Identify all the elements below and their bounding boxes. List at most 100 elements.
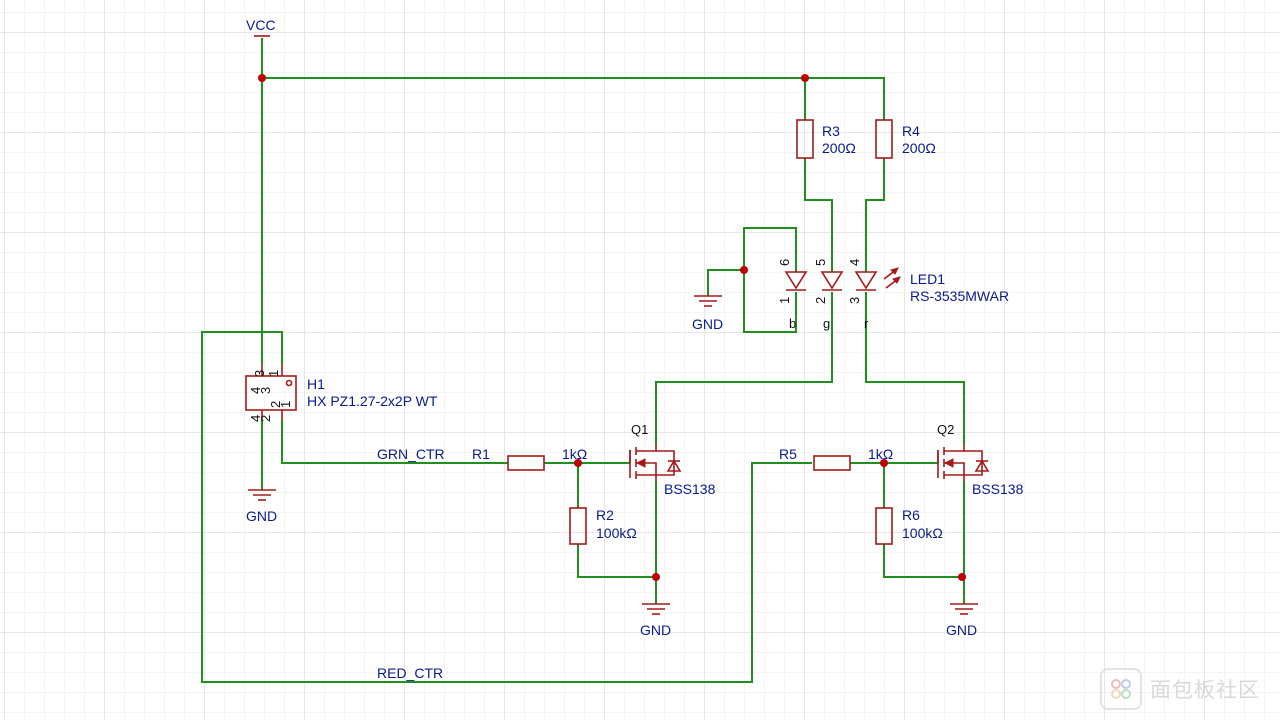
wire-vcc-top	[262, 77, 885, 120]
junction-vcc	[258, 74, 266, 82]
resistor-r4[interactable]: R4 200Ω	[875, 119, 936, 159]
gnd-label-led: GND	[692, 316, 723, 332]
wire-r2-bottom	[577, 544, 656, 578]
body-connection	[636, 462, 657, 475]
gnd-label-q2: GND	[946, 622, 977, 638]
resistor-body	[796, 119, 814, 159]
junction-led-gnd	[740, 266, 748, 274]
resistor-r3[interactable]: R3 200Ω	[796, 119, 856, 159]
junctions	[258, 74, 966, 581]
h1-pin-body-3: 3	[258, 387, 273, 394]
wire-led-blue-anode	[743, 227, 797, 333]
gnd-symbol-h1[interactable]: GND	[246, 489, 277, 524]
led-color-g: g	[823, 316, 830, 331]
resistor-r2[interactable]: R2 100kΩ	[569, 507, 637, 545]
resistor-r4-ref: R4	[902, 123, 920, 139]
h1-pin-body-1: 1	[278, 401, 293, 408]
wire-red-ctr-upper	[201, 331, 812, 683]
led-rgb-led1[interactable]: 6 5 4 1 2 3 b g r LED1 RS-3535MWAR	[777, 259, 1009, 331]
resistor-r2-value: 100kΩ	[596, 525, 637, 541]
wire-grn-ctr	[281, 420, 508, 464]
junction-q1-gate	[574, 459, 582, 467]
wire-led-g-to-q1	[655, 292, 833, 445]
mosfet-q2-ref: Q2	[937, 422, 954, 437]
gnd-symbol-led[interactable]: GND	[692, 295, 723, 332]
resistor-r5-value: 1kΩ	[868, 446, 893, 462]
watermark: 面包板社区	[1100, 667, 1270, 711]
mosfet-q2-part: BSS138	[972, 481, 1024, 497]
mosfet-q1[interactable]: Q1 BSS138	[629, 422, 716, 497]
resistor-r3-value: 200Ω	[822, 140, 856, 156]
led-pin-4: 4	[847, 259, 862, 266]
mosfet-q2[interactable]: Q2 BSS138	[937, 422, 1024, 497]
h1-pin-bottom-4: 4	[248, 415, 263, 422]
h1-pin-bottom-2: 2	[258, 415, 273, 422]
h1-pin-body-4: 4	[248, 387, 263, 394]
wire-r6-bottom	[883, 544, 962, 578]
wires	[201, 38, 965, 683]
body-arrow	[943, 458, 954, 468]
resistor-body	[875, 507, 893, 545]
h1-pin-top-1: 1	[266, 370, 281, 377]
net-label-grn-ctr[interactable]: GRN_CTR	[377, 446, 445, 462]
wire-r4-led-red	[865, 158, 885, 272]
connector-ref: H1	[307, 376, 325, 392]
gnd-symbol-q1[interactable]: GND	[640, 603, 671, 638]
body-connection	[944, 462, 965, 475]
source-connection	[636, 474, 657, 481]
connector-h1[interactable]: 3 1 4 3 2 1 4 2 H1 HX PZ1.27-2x2P WT	[245, 364, 438, 422]
body-diode	[974, 459, 990, 472]
led-diode-r	[854, 271, 878, 290]
resistor-r4-value: 200Ω	[902, 140, 936, 156]
led-pin-6: 6	[777, 259, 792, 266]
body-diode-wire	[656, 450, 675, 476]
body-diode-wire	[964, 450, 983, 476]
led-color-b: b	[789, 316, 796, 331]
resistor-r2-ref: R2	[596, 507, 614, 523]
resistor-r1-ref: R1	[472, 446, 490, 462]
resistor-body	[569, 507, 587, 545]
connector-pin1-marker-icon	[285, 379, 293, 387]
gnd-label-h1: GND	[246, 508, 277, 524]
resistor-r3-ref: R3	[822, 123, 840, 139]
led-diode-b	[784, 271, 808, 290]
led-pin-3: 3	[847, 297, 862, 304]
wire-led-blue-gnd	[707, 269, 744, 296]
vcc-symbol[interactable]: VCC	[246, 17, 276, 37]
watermark-logo-icon	[1100, 668, 1142, 710]
resistor-body	[507, 455, 545, 471]
led-ref: LED1	[910, 271, 945, 287]
resistor-body	[875, 119, 893, 159]
resistor-r5[interactable]: R5 1kΩ	[779, 446, 893, 471]
connector-part: HX PZ1.27-2x2P WT	[307, 393, 438, 409]
body-diode	[666, 459, 682, 472]
resistor-r6[interactable]: R6 100kΩ	[875, 507, 943, 545]
junction-q1-source	[652, 573, 660, 581]
mosfet-q1-part: BSS138	[664, 481, 716, 497]
led-color-r: r	[864, 316, 869, 331]
watermark-text: 面包板社区	[1150, 678, 1260, 702]
led-pin-1: 1	[777, 297, 792, 304]
drain-connection	[636, 445, 657, 452]
junction-r3	[801, 74, 809, 82]
resistor-r6-ref: R6	[902, 507, 920, 523]
mosfet-q1-ref: Q1	[631, 422, 648, 437]
junction-q2-gate	[880, 459, 888, 467]
led-pin-5: 5	[813, 259, 828, 266]
resistor-r6-value: 100kΩ	[902, 525, 943, 541]
source-connection	[944, 474, 965, 481]
wire-r3-led-green	[804, 158, 833, 272]
gnd-symbol-q2[interactable]: GND	[946, 603, 978, 638]
connector-body	[245, 375, 297, 411]
body-arrow	[635, 458, 646, 468]
h1-pin-top-3: 3	[252, 370, 267, 377]
resistor-r1[interactable]: R1 1kΩ	[472, 446, 587, 471]
led-part: RS-3535MWAR	[910, 288, 1009, 304]
h1-pin-body-2: 2	[268, 401, 283, 408]
vcc-label: VCC	[246, 17, 276, 33]
led-pin-2: 2	[813, 297, 828, 304]
net-label-red-ctr[interactable]: RED_CTR	[377, 665, 443, 681]
resistor-body	[813, 455, 851, 471]
led-emission-arrows-icon	[883, 267, 901, 289]
